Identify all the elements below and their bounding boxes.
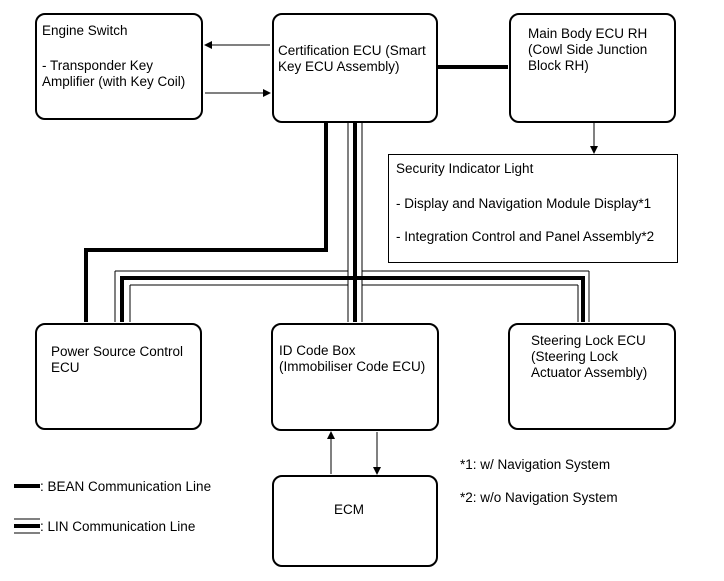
id-code-box-line-1: ID Code Box — [279, 343, 356, 358]
ecm-box — [272, 475, 438, 567]
main-body-ecu-line-2: (Cowl Side Junction — [528, 42, 648, 57]
steering-lock-ecu-line-3: Actuator Assembly) — [531, 365, 648, 380]
engine-switch-title: Engine Switch — [42, 23, 128, 38]
main-body-ecu-box — [509, 13, 676, 123]
security-indicator-item-1: - Display and Navigation Module Display*… — [396, 196, 652, 211]
note-2: *2: w/o Navigation System — [460, 490, 618, 505]
main-body-ecu-line-3: Block RH) — [528, 58, 589, 73]
legend-bean-label: : BEAN Communication Line — [40, 479, 212, 494]
security-indicator-title: Security Indicator Light — [396, 161, 534, 176]
bean-line-cert-power — [84, 122, 328, 322]
steering-lock-ecu-line-1: Steering Lock ECU — [531, 333, 646, 348]
lin-bus-core — [120, 122, 585, 322]
ecm-label: ECM — [334, 502, 364, 517]
legend-lin-label: : LIN Communication Line — [40, 519, 196, 534]
security-indicator-item-2: - Integration Control and Panel Assembly… — [396, 229, 655, 244]
note-1: *1: w/ Navigation System — [460, 457, 611, 472]
engine-switch-box — [35, 13, 203, 120]
certification-ecu-line-2: Key ECU Assembly) — [278, 59, 400, 74]
security-indicator-box — [388, 154, 678, 263]
lin-bus — [114, 122, 590, 322]
steering-lock-ecu-box — [508, 323, 676, 430]
power-source-ecu-box — [35, 323, 202, 430]
steering-lock-ecu-line-2: (Steering Lock — [531, 349, 619, 364]
id-code-box-line-2: (Immobiliser Code ECU) — [279, 359, 426, 374]
certification-ecu-box — [272, 13, 438, 123]
engine-switch-detail-1: - Transponder Key — [42, 58, 154, 73]
engine-switch-detail-2: Amplifier (with Key Coil) — [42, 74, 186, 89]
power-source-ecu-line-2: ECU — [51, 360, 80, 375]
legend-lin-line — [14, 518, 40, 534]
id-code-box — [271, 323, 439, 431]
power-source-ecu-line-1: Power Source Control — [51, 344, 184, 359]
certification-ecu-line-1: Certification ECU (Smart — [278, 43, 426, 58]
main-body-ecu-line-1: Main Body ECU RH — [528, 26, 648, 41]
